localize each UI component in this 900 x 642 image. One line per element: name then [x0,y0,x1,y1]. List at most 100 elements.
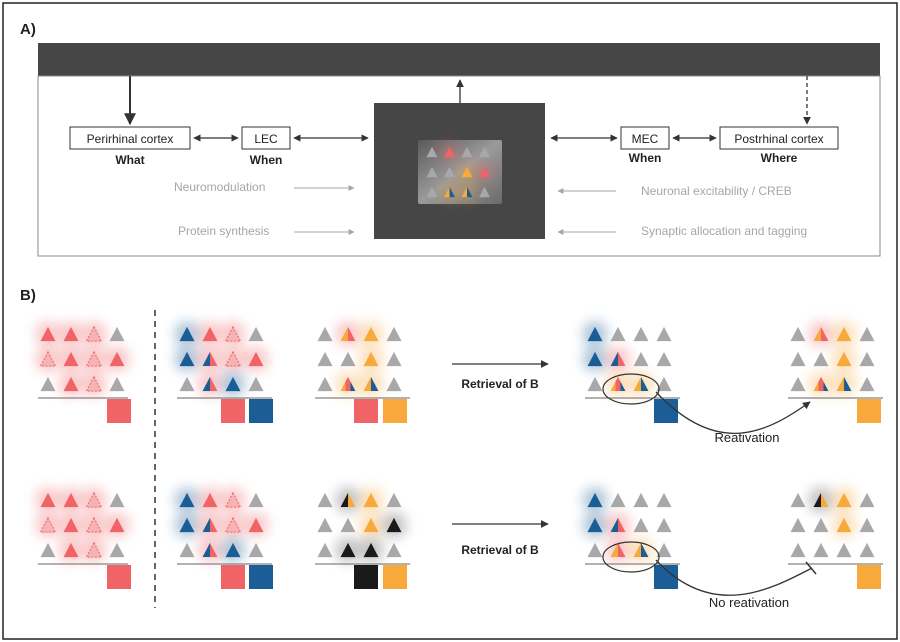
memory-marker-square [107,565,131,589]
neuron-red [63,517,79,533]
neuron-inactive [859,542,875,558]
neuron-orange [363,326,379,342]
no-reactivation-arrow [655,559,813,596]
perirhinal-label: Perirhinal cortex [87,132,174,146]
neuron-inactive [479,186,490,198]
neuron-inactive [317,542,333,558]
memory-marker-square [857,565,881,589]
neuron-orange [363,517,379,533]
memory-marker-square [221,399,245,423]
excitability-label: Neuronal excitability / CREB [641,184,792,198]
neuron-orange [461,166,473,178]
neuron-inactive [248,542,264,558]
neuron-inactive [859,376,875,392]
neuron-split [340,492,356,508]
neuron-inactive [859,351,875,367]
neuron-inactive [179,376,195,392]
postrhinal-sub: Where [761,151,798,165]
neuron-inactive [656,542,672,558]
panel-b-grids [35,321,883,589]
lec-box [241,126,291,150]
neuron-blue [179,326,195,342]
neuron-blue [587,326,603,342]
neuron-inactive [317,492,333,508]
neuron-inactive [587,542,603,558]
neuron-red [63,326,79,342]
neuromodulation-label: Neuromodulation [174,180,265,194]
neuron-inactive [386,492,402,508]
neuron-red-faded [39,350,57,367]
neuron-orange [836,326,852,342]
neuron-red-faded [39,516,57,533]
memory-marker-square [354,399,378,423]
neuron-split [813,326,829,342]
neuron-inactive [610,492,626,508]
neuron-orange [363,492,379,508]
neuron-inactive [633,351,649,367]
neuron-red-faded [224,325,242,342]
neuron-inactive [426,166,438,178]
neuron-split [610,542,626,558]
neuron-blue [179,351,195,367]
retrieval-label-row1: Retrieval of B [461,377,539,391]
neuron-red [109,351,125,367]
mec-sub: When [629,151,662,165]
neuron-inactive [40,376,56,392]
neuron-inactive [444,166,455,178]
panel-b-label: B) [20,287,36,304]
neuron-split [461,186,473,198]
neuron-red [202,492,218,508]
memory-marker-square [383,565,407,589]
neuron-red [40,326,56,342]
neuron-inactive [813,542,829,558]
neuron-inactive [587,376,603,392]
neuron-blue [225,376,241,392]
reactivation-label: Reativation [714,430,779,445]
highlight-ellipse-row2 [602,541,660,573]
neuron-inactive [317,326,333,342]
neuron-inactive [40,542,56,558]
synaptic-allocation-label: Synaptic allocation and tagging [641,224,807,238]
neuron-red [248,517,264,533]
neuron-grid [790,487,875,558]
protein-synthesis-label: Protein synthesis [178,224,269,238]
neuron-inactive [790,542,806,558]
neuron-split [610,351,626,367]
neuron-red [63,376,79,392]
neuron-inactive [633,492,649,508]
neuron-inactive [109,326,125,342]
retrieval-label-row2: Retrieval of B [461,543,539,557]
neuron-grid [317,321,402,397]
highlight-ellipse-row1 [602,373,660,405]
no-reactivation-label: No reativation [709,595,789,610]
neuron-black [363,542,379,558]
neuron-red-faded [85,375,103,392]
neuron-inactive [656,326,672,342]
neuron-blue [179,492,195,508]
neuron-inactive [836,542,852,558]
neuron-split [202,517,218,533]
neuron-inactive [340,351,356,367]
neuron-inactive [790,376,806,392]
neuron-red-faded [85,350,103,367]
neuron-inactive [813,517,829,533]
lec-label: LEC [254,132,278,146]
neuron-split [836,376,852,392]
neuron-grid [790,321,875,397]
neuron-inactive [386,326,402,342]
neuron-inactive [790,351,806,367]
neuron-orange [836,351,852,367]
neuron-inactive [859,492,875,508]
neuron-red [248,351,264,367]
neuron-inactive [790,326,806,342]
neuron-black [340,542,356,558]
top-bar [38,43,880,76]
memory-marker-square [654,399,678,423]
neuron-red-faded [224,516,242,533]
neuron-split [202,542,218,558]
neuron-red-faded [224,350,242,367]
neuron-split [363,376,379,392]
neuron-red-faded [85,325,103,342]
postrhinal-label: Postrhinal cortex [734,132,823,146]
